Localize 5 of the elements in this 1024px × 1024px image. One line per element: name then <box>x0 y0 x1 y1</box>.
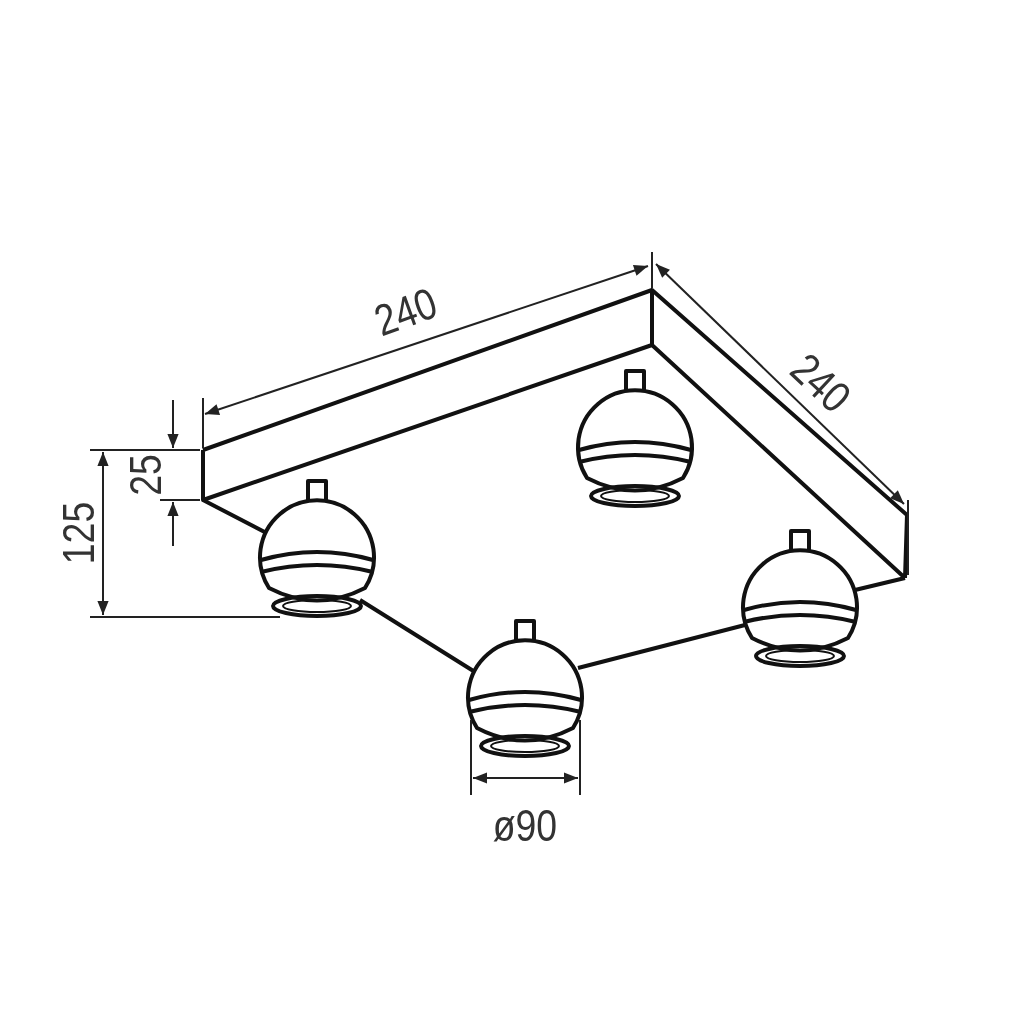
dimension-label: 240 <box>782 345 859 421</box>
dimension-label: 25 <box>124 454 168 496</box>
dimension-label: 240 <box>368 280 443 344</box>
dimension-label: 125 <box>56 501 101 565</box>
dimension-label: ø90 <box>492 804 558 848</box>
